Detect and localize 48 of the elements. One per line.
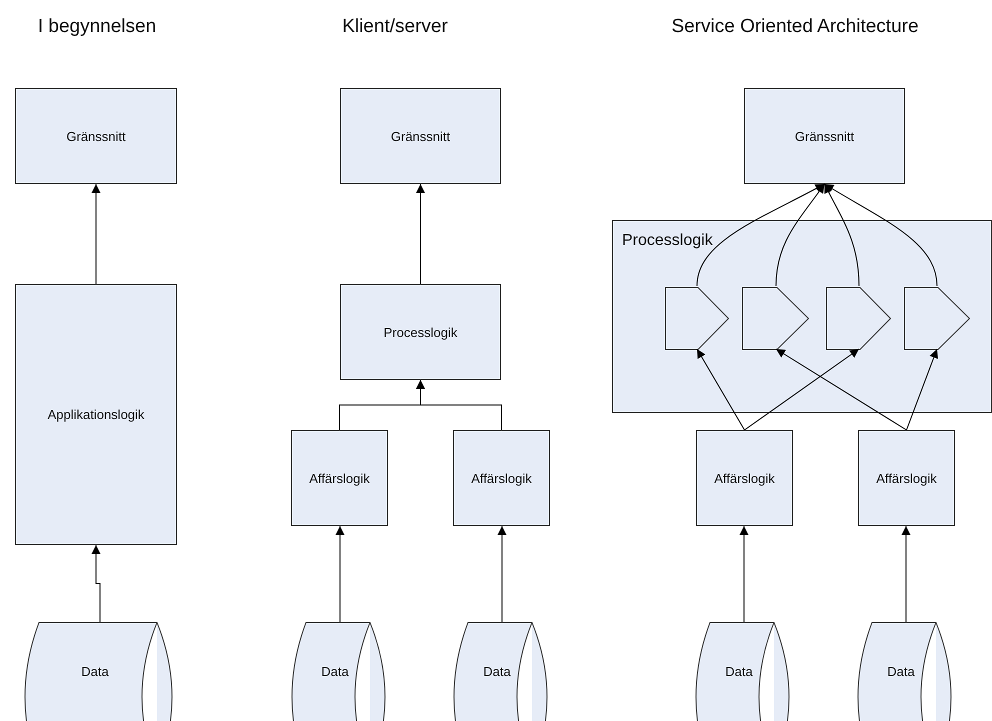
group-panel <box>612 220 992 413</box>
node-label: Data <box>725 664 753 679</box>
process-box <box>744 88 905 184</box>
arrow <box>906 348 938 430</box>
node-label: Gränssnitt <box>390 128 450 144</box>
node-label: Processlogik <box>384 324 458 340</box>
arrow <box>740 526 748 622</box>
process-box <box>696 430 793 526</box>
node-label: Affärslogik <box>714 470 775 486</box>
arrow <box>824 184 938 286</box>
arrow <box>696 184 825 286</box>
node-label: Gränssnitt <box>794 128 854 144</box>
node-label: Affärslogik <box>876 470 937 486</box>
node-label: Data <box>81 664 109 679</box>
process-box <box>15 88 177 184</box>
arrow <box>902 526 910 622</box>
process-step-shape <box>826 287 891 350</box>
process-box <box>453 430 550 526</box>
node-label: Data <box>483 664 511 679</box>
arrow <box>776 348 907 430</box>
node-label: Applikationslogik <box>48 407 144 422</box>
arrow <box>498 526 506 622</box>
process-box <box>858 430 955 526</box>
arrow <box>92 184 100 284</box>
process-step-shape <box>904 287 970 350</box>
node-label: Data <box>321 664 349 679</box>
process-box <box>340 88 501 184</box>
arrow <box>776 184 825 286</box>
process-step-shape <box>665 287 729 350</box>
arrow <box>92 544 100 622</box>
node-label: Gränssnitt <box>66 128 126 144</box>
node-label: Affärslogik <box>309 470 370 486</box>
node-label: Processlogik <box>622 232 713 250</box>
process-box <box>340 284 501 380</box>
node-label: Affärslogik <box>471 470 532 486</box>
arrow <box>416 184 425 284</box>
arrow <box>744 348 860 430</box>
column-heading: Klient/server <box>342 16 448 38</box>
column-heading: I begynnelsen <box>38 16 156 38</box>
column-heading: Service Oriented Architecture <box>671 16 919 38</box>
node-label: Data <box>887 664 915 679</box>
arrow <box>416 380 502 430</box>
process-step-shape <box>742 287 809 350</box>
arrow <box>336 526 344 622</box>
process-box <box>15 284 177 545</box>
arrow <box>696 348 745 430</box>
process-box <box>291 430 388 526</box>
arrow <box>824 184 860 286</box>
